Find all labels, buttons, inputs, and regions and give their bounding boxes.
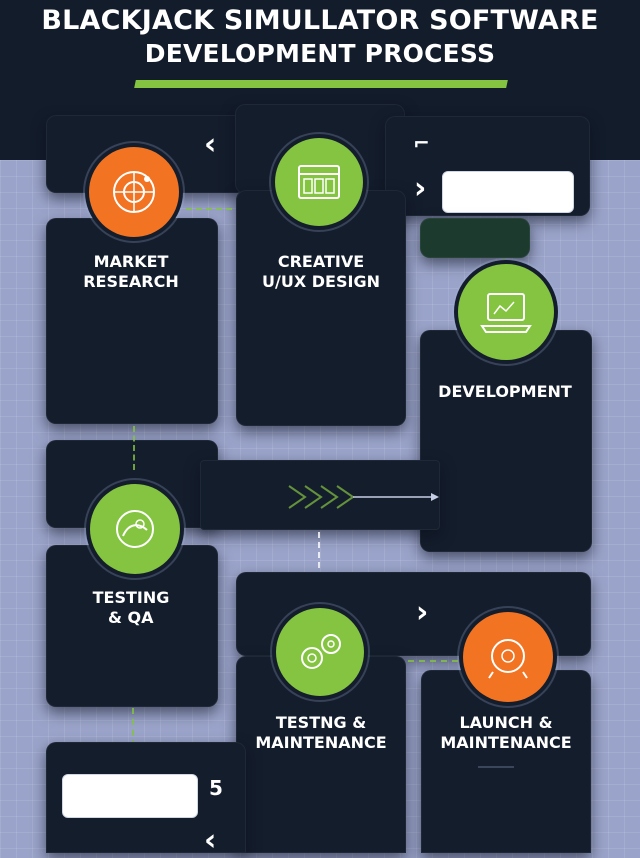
step-card-development [420, 330, 592, 552]
testing-gear-icon [116, 510, 154, 548]
step-label-line: MAINTENANCE [255, 733, 387, 752]
corner-bracket-icon: ⌐ [413, 131, 430, 155]
step-label-development: DEVELOPMENT [430, 382, 580, 402]
step-label-line: DEVELOPMENT [438, 382, 572, 401]
step-card-market-research [46, 218, 218, 424]
step-label-line: TESTING [92, 588, 170, 607]
step-circle-creative-design [275, 138, 363, 226]
title-line-1: BLACKJACK SIMULLATOR SOFTWARE [41, 5, 599, 36]
step-circle-development [458, 264, 554, 360]
page-title: BLACKJACK SIMULLATOR SOFTWARE DEVELOPMEN… [0, 4, 640, 70]
ui-layout-icon [298, 165, 340, 199]
title-underline [134, 80, 508, 88]
connector-dash [133, 426, 135, 470]
step-label-testing-qa: TESTING & QA [56, 588, 206, 628]
roulette-wheel-icon [113, 171, 155, 213]
chevron-left-icon[interactable]: ‹ [204, 127, 217, 162]
step-circle-testing-maintenance [276, 608, 364, 696]
step-number: 5 [209, 776, 223, 800]
step-label-line: CREATIVE [277, 252, 365, 271]
arrow-right-icon [288, 485, 439, 509]
step-label-line: & QA [108, 608, 154, 627]
launch-cog-icon [488, 639, 528, 679]
step-label-line: LAUNCH & [459, 713, 553, 732]
gears-icon [301, 634, 341, 669]
top-input-field[interactable] [442, 171, 574, 213]
step-label-line: TESTNG & [275, 713, 367, 732]
connector-frame [420, 218, 530, 258]
bottom-input-field[interactable] [62, 774, 198, 818]
chevron-right-icon[interactable]: › [416, 595, 429, 630]
connector-dash [318, 532, 320, 568]
step-label-line: MAINTENANCE [440, 733, 572, 752]
step-label-market-research: MARKET RESEARCH [56, 252, 206, 292]
chevron-left-icon[interactable]: ‹ [204, 823, 217, 858]
step-label-line: MARKET [93, 252, 169, 271]
step-circle-launch-maintenance [463, 612, 553, 702]
step-circle-testing-qa [90, 484, 180, 574]
step-circle-market-research [89, 147, 179, 237]
chevron-right-icon[interactable]: › [414, 171, 427, 206]
title-line-2: DEVELOPMENT PROCESS [144, 39, 496, 68]
step-label-creative-design: CREATIVE U/UX DESIGN [246, 252, 396, 292]
step-label-line: U/UX DESIGN [262, 272, 380, 291]
connector-dash [132, 708, 134, 768]
connector-dash [408, 660, 458, 662]
middle-arrow-band [200, 460, 440, 530]
step-card-creative-design [236, 190, 406, 426]
step-label-testing-maintenance: TESTNG & MAINTENANCE [241, 713, 401, 753]
step-label-line: RESEARCH [83, 272, 179, 291]
laptop-code-icon [480, 293, 532, 333]
step-label-launch-maintenance: LAUNCH & MAINTENANCE [426, 713, 586, 753]
divider [478, 766, 514, 768]
connector-dash [186, 208, 232, 210]
